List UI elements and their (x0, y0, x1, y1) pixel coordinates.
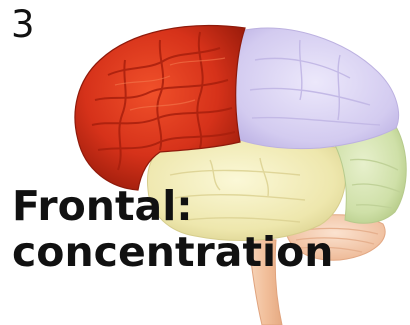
parietal-lobe (232, 28, 398, 149)
caption-line-2: concentration (12, 229, 333, 275)
caption: Frontal: concentration (12, 183, 333, 275)
caption-line-1: Frontal: (12, 183, 333, 229)
slide-number: 3 (11, 6, 35, 43)
